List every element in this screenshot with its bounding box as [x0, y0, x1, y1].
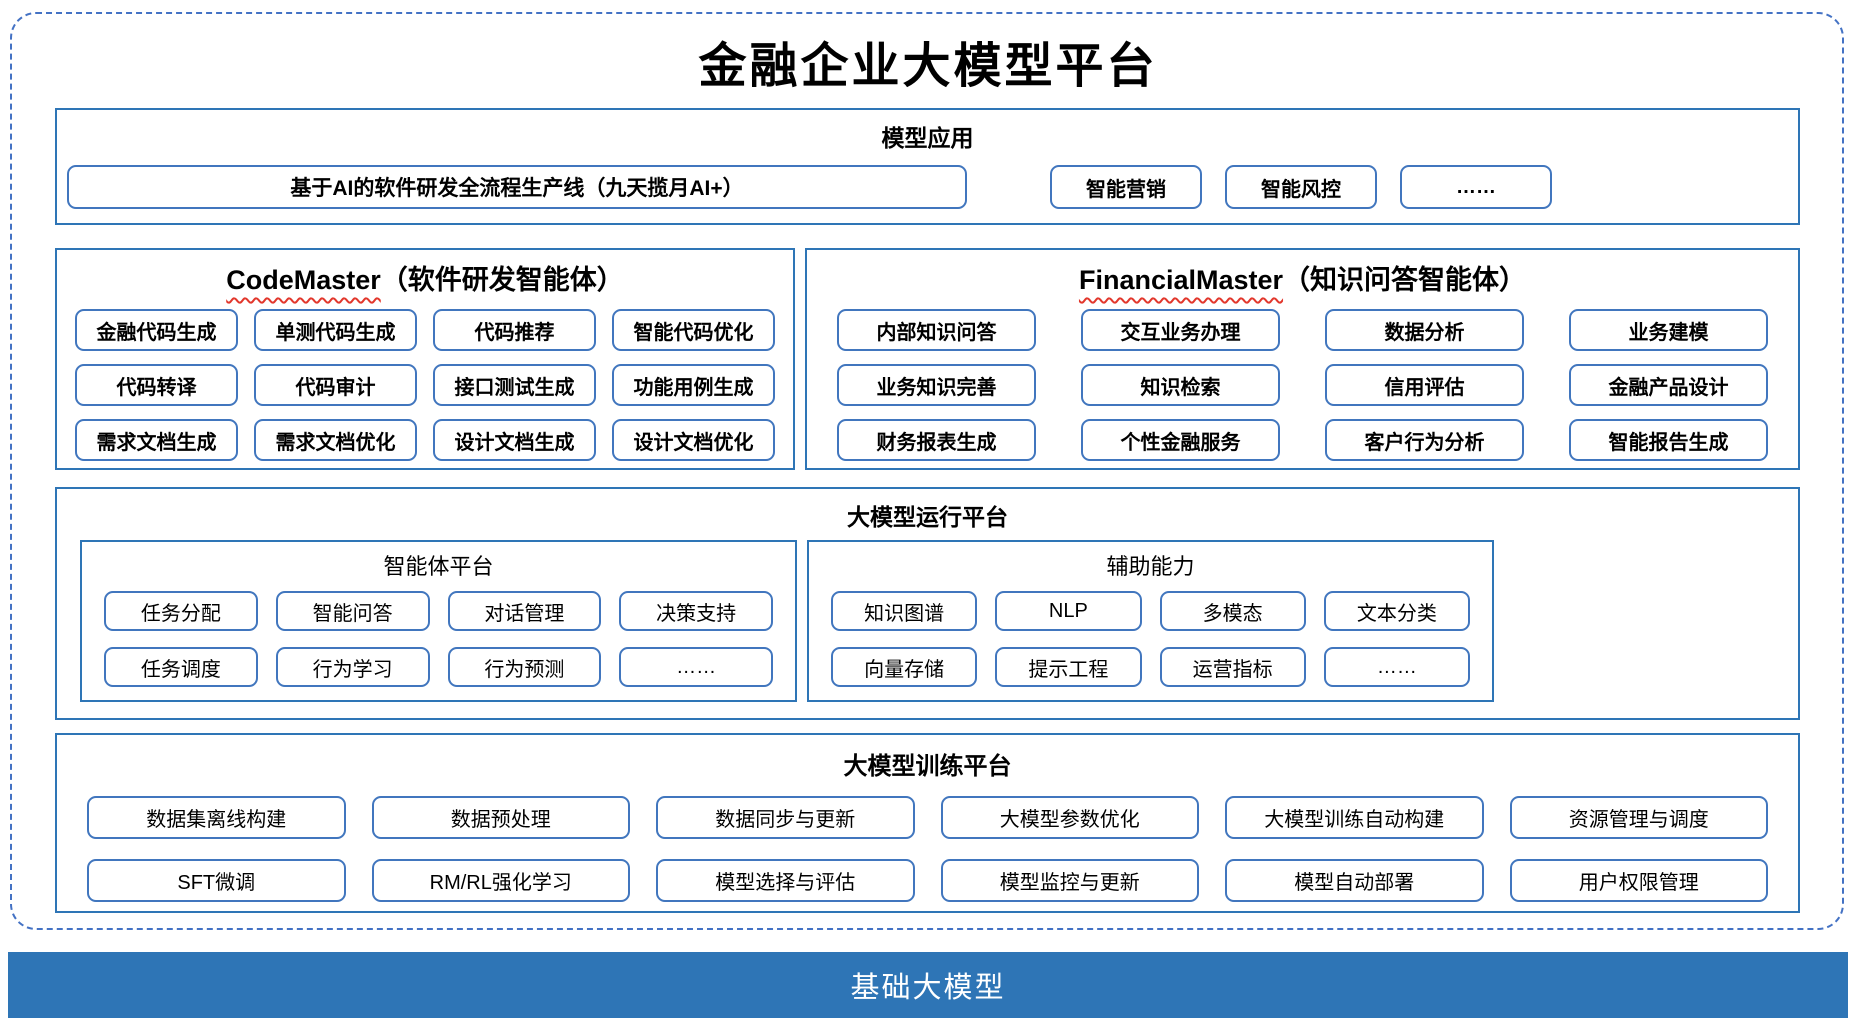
aux-ability-title: 辅助能力: [1106, 554, 1195, 579]
financialmaster-capability-box: 财务报表生成: [837, 419, 1036, 461]
codemaster-title-zh: （软件研发智能体）: [380, 265, 624, 295]
dashed-frame: [10, 12, 1844, 930]
train-platform-capability-box: 数据集离线构建: [87, 796, 346, 839]
agent-platform-capability-box: 任务调度: [104, 647, 258, 687]
financialmaster-capability-box: 知识检索: [1081, 364, 1280, 406]
codemaster-capability-box: 接口测试生成: [433, 364, 596, 406]
codemaster-capability-box: 需求文档生成: [75, 419, 238, 461]
codemaster-capability-box: 代码推荐: [433, 309, 596, 351]
codemaster-capability-box: 单测代码生成: [254, 309, 417, 351]
train-platform-capability-box: 数据同步与更新: [656, 796, 915, 839]
financialmaster-title-zh: （知识问答智能体）: [1283, 265, 1527, 295]
model-applications-row: 基于AI的软件研发全流程生产线（九天揽月AI+） 智能营销智能风控 ……: [67, 165, 1788, 209]
app-main-pipeline-box: 基于AI的软件研发全流程生产线（九天揽月AI+）: [67, 165, 967, 209]
train-platform-capability-box: 大模型参数优化: [940, 796, 1199, 839]
agent-platform-grid: 任务分配智能问答对话管理决策支持任务调度行为学习行为预测 ……: [104, 591, 773, 687]
train-platform-capability-box: 大模型训练自动构建: [1225, 796, 1484, 839]
base-model-label: 基础大模型: [850, 972, 1006, 1004]
financialmaster-capability-box: 智能报告生成: [1569, 419, 1768, 461]
section-model-applications: 模型应用 基于AI的软件研发全流程生产线（九天揽月AI+） 智能营销智能风控 ……: [55, 108, 1800, 225]
financialmaster-capability-box: 数据分析: [1325, 309, 1524, 351]
aux-ability-capability-box: 向量存储: [831, 647, 978, 687]
section-model-applications-header: 模型应用: [881, 125, 974, 151]
codemaster-capability-box: 金融代码生成: [75, 309, 238, 351]
financialmaster-capability-box: 个性金融服务: [1081, 419, 1280, 461]
aux-ability-capability-box: ……: [1323, 647, 1470, 687]
financialmaster-grid: 内部知识问答 交互业务办理 数据分析 业务建模业务知识完善 知识检索 信用评估 金融产品设计…: [837, 309, 1768, 461]
codemaster-capability-box: 需求文档优化: [254, 419, 417, 461]
page-title: 金融企业大模型平台: [698, 38, 1158, 94]
train-platform-capability-box: 数据预处理: [371, 796, 630, 839]
agent-platform-capability-box: 行为预测: [447, 647, 602, 687]
aux-ability-capability-box: NLP: [995, 591, 1142, 631]
run-platform-header: 大模型运行平台: [847, 504, 1008, 530]
agent-platform-capability-box: 行为学习: [275, 647, 430, 687]
codemaster-capability-box: 设计文档优化: [612, 419, 775, 461]
financialmaster-capability-box: 交互业务办理: [1081, 309, 1280, 351]
codemaster-grid: 金融代码生成单测代码生成代码推荐智能代码优化代码转译代码审计接口测试生成功能用例…: [75, 309, 775, 461]
codemaster-capability-box: 代码转译: [75, 364, 238, 406]
agent-platform-box: 智能体平台 任务分配智能问答对话管理决策支持任务调度行为学习行为预测 ……: [80, 540, 797, 702]
section-financialmaster: FinancialMaster（知识问答智能体） 内部知识问答 交互业务办理 数据分…: [805, 248, 1800, 470]
financialmaster-capability-box: 内部知识问答: [837, 309, 1036, 351]
train-platform-capability-box: 模型自动部署: [1225, 859, 1484, 902]
aux-ability-capability-box: 多模态: [1159, 591, 1306, 631]
agent-platform-capability-box: 任务分配: [104, 591, 258, 631]
codemaster-capability-box: 功能用例生成: [612, 364, 775, 406]
codemaster-capability-box: 智能代码优化: [612, 309, 775, 351]
app-box: ……: [1400, 165, 1552, 209]
train-platform-capability-box: SFT微调: [87, 859, 346, 902]
app-box: 智能营销: [1050, 165, 1202, 209]
financialmaster-capability-box: 信用评估: [1325, 364, 1524, 406]
codemaster-capability-box: 设计文档生成: [433, 419, 596, 461]
train-platform-header: 大模型训练平台: [843, 753, 1012, 780]
aux-ability-box: 辅助能力 知识图谱 NLP 多模态文本分类向量存储提示工程运营指标 ……: [807, 540, 1494, 702]
agent-platform-capability-box: ……: [619, 647, 773, 687]
aux-ability-grid: 知识图谱 NLP 多模态文本分类向量存储提示工程运营指标 ……: [831, 591, 1470, 687]
app-box: 智能风控: [1225, 165, 1377, 209]
section-codemaster: CodeMaster（软件研发智能体） 金融代码生成单测代码生成代码推荐智能代码…: [55, 248, 795, 470]
aux-ability-capability-box: 运营指标: [1159, 647, 1306, 687]
aux-ability-capability-box: 文本分类: [1323, 591, 1470, 631]
section-run-platform: 大模型运行平台 智能体平台 任务分配智能问答对话管理决策支持任务调度行为学习行为…: [55, 487, 1800, 720]
financialmaster-capability-box: 金融产品设计: [1569, 364, 1768, 406]
train-platform-capability-box: RM/RL强化学习: [371, 859, 630, 902]
train-platform-capability-box: 模型选择与评估: [656, 859, 915, 902]
agent-platform-capability-box: 决策支持: [619, 591, 773, 631]
train-platform-grid: 数据集离线构建数据预处理数据同步与更新大模型参数优化大模型训练自动构建资源管理与…: [87, 796, 1768, 902]
section-train-platform: 大模型训练平台 数据集离线构建数据预处理数据同步与更新大模型参数优化大模型训练自…: [55, 733, 1800, 913]
financialmaster-title: FinancialMaster（知识问答智能体）: [807, 250, 1798, 297]
agent-platform-capability-box: 对话管理: [447, 591, 602, 631]
financialmaster-title-en: FinancialMaster: [1078, 265, 1284, 295]
aux-ability-capability-box: 知识图谱: [831, 591, 978, 631]
train-platform-capability-box: 用户权限管理: [1509, 859, 1768, 902]
codemaster-title-en: CodeMaster: [226, 265, 381, 295]
base-model-bar: 基础大模型: [8, 952, 1848, 1018]
codemaster-capability-box: 代码审计: [254, 364, 417, 406]
aux-ability-capability-box: 提示工程: [995, 647, 1142, 687]
financialmaster-capability-box: 业务知识完善: [837, 364, 1036, 406]
train-platform-capability-box: 资源管理与调度: [1509, 796, 1768, 839]
codemaster-title: CodeMaster（软件研发智能体）: [57, 250, 793, 297]
financialmaster-capability-box: 业务建模: [1569, 309, 1768, 351]
financialmaster-capability-box: 客户行为分析: [1325, 419, 1524, 461]
agent-platform-capability-box: 智能问答: [275, 591, 430, 631]
agent-platform-title: 智能体平台: [383, 554, 494, 579]
train-platform-capability-box: 模型监控与更新: [940, 859, 1199, 902]
